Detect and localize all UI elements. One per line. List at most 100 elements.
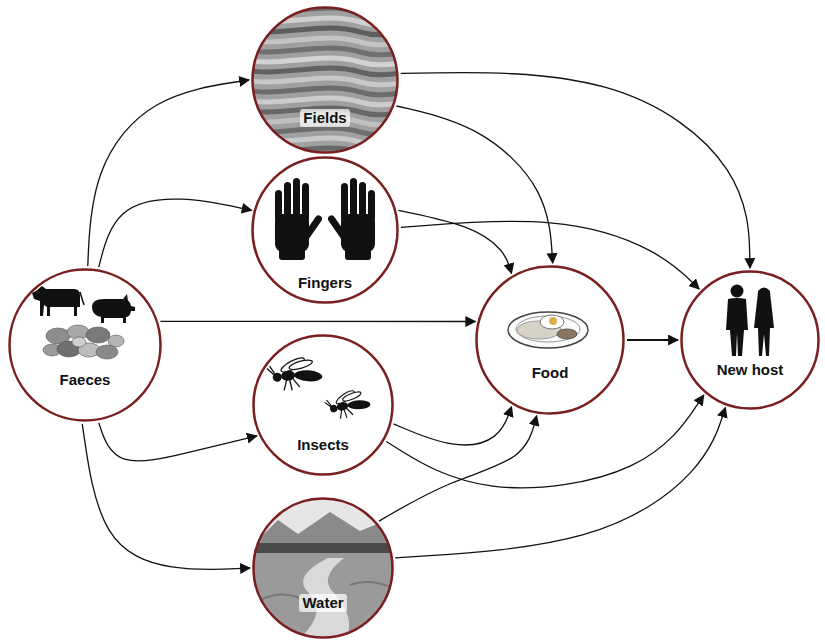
hand-icon	[350, 178, 357, 222]
wasp-icon	[288, 358, 313, 371]
terrace-field-picture	[240, 5, 415, 155]
connector-group	[82, 73, 750, 570]
hand-icon	[284, 182, 291, 222]
circle-ground	[8, 268, 162, 422]
circle-outline	[10, 270, 161, 421]
food-plate-icon	[549, 317, 557, 325]
people-icon	[726, 285, 774, 357]
wasp-icon	[324, 395, 353, 422]
terrace-field-picture	[240, 68, 415, 75]
hand-icon	[368, 190, 375, 222]
food-plate-icon	[508, 312, 588, 348]
circle-outline	[251, 6, 399, 154]
cow-icon	[32, 286, 80, 316]
circle-outline	[252, 497, 394, 639]
hand-icon	[341, 183, 348, 222]
terrace-field-picture	[240, 8, 415, 15]
food-plate-icon	[516, 316, 580, 342]
transmission-circle: Food	[475, 265, 625, 415]
circle-ground	[680, 270, 820, 410]
circle-outline	[477, 267, 624, 414]
hand-icon	[327, 214, 349, 241]
transmission-arrow	[99, 423, 257, 461]
pig-icon	[92, 299, 135, 323]
transmission-arrow	[379, 416, 537, 521]
transmission-circle: Fingers	[251, 156, 399, 304]
wasp-icon	[347, 400, 370, 410]
node-label: Insects	[294, 436, 352, 454]
wasp-icon	[267, 362, 300, 393]
hand-icon	[302, 183, 309, 222]
transmission-arrow	[88, 80, 249, 266]
terrace-field-picture	[240, 138, 415, 145]
droppings-picture	[43, 325, 124, 359]
circle-outline	[682, 272, 819, 409]
hand-icon	[302, 214, 324, 241]
circle-outline	[8, 268, 162, 422]
food-plate-icon	[508, 312, 588, 348]
circle-outline	[680, 270, 820, 410]
terrace-field-picture	[240, 28, 415, 35]
people-icon	[726, 298, 748, 356]
circle-outline	[254, 499, 393, 638]
terrace-field-picture	[240, 78, 415, 85]
transmission-arrow	[401, 221, 699, 289]
transmission-circle: Fields	[251, 6, 399, 154]
circle-outline	[252, 334, 394, 476]
transmission-arrow	[396, 106, 552, 263]
circle-ground	[475, 265, 625, 415]
river-landscape-picture	[250, 495, 400, 643]
people-icon	[754, 300, 774, 356]
terrace-field-picture	[240, 48, 415, 55]
hand-icon	[275, 190, 282, 222]
wasp-icon	[336, 401, 349, 412]
circle-ground	[252, 334, 394, 476]
transmission-arrow	[394, 407, 512, 445]
transmission-arrow	[401, 73, 750, 268]
transmission-arrow	[395, 408, 725, 558]
node-label: Fingers	[295, 274, 355, 292]
transmission-circle: New host	[680, 270, 820, 410]
cow-icon	[32, 286, 84, 316]
node-label: New host	[714, 361, 787, 379]
river-landscape-picture	[296, 558, 349, 642]
hand-icon	[279, 246, 305, 260]
terrace-field-picture	[240, 128, 415, 135]
terrace-field-picture	[240, 8, 415, 155]
transmission-circle: Insects	[252, 334, 394, 476]
terrace-field-picture	[240, 58, 415, 65]
transmission-arrow	[99, 199, 252, 267]
droppings-picture	[72, 337, 86, 347]
river-landscape-picture	[250, 512, 400, 548]
pig-icon	[123, 294, 128, 301]
transmission-arrow	[398, 210, 511, 273]
wasp-icon	[294, 369, 323, 382]
people-icon	[731, 285, 744, 298]
transmission-arrow	[160, 321, 475, 322]
node-label: Faeces	[57, 371, 114, 389]
hand-icon	[275, 178, 323, 260]
circle-ground	[8, 156, 820, 476]
node-label: Water	[299, 594, 346, 612]
hand-icon	[327, 178, 375, 260]
wasp-icon	[323, 385, 373, 422]
river-landscape-picture	[250, 553, 400, 643]
terrace-field-picture	[240, 18, 415, 25]
cow-icon	[80, 292, 84, 305]
node-label: Fields	[300, 109, 349, 127]
transmission-arrow	[627, 339, 678, 341]
wasp-icon	[266, 353, 325, 394]
pig-icon	[92, 294, 135, 323]
people-icon	[757, 288, 771, 303]
food-plate-icon	[557, 329, 577, 339]
circle-outline	[254, 336, 393, 475]
transmission-arrow	[386, 395, 703, 488]
transmission-circle: Water	[252, 497, 394, 639]
circle-outline	[253, 158, 398, 303]
food-plate-icon	[540, 315, 564, 329]
circle-ground	[251, 156, 399, 304]
circle-outline	[475, 265, 625, 415]
terrace-field-picture	[240, 88, 415, 95]
circle-outline	[253, 8, 398, 153]
